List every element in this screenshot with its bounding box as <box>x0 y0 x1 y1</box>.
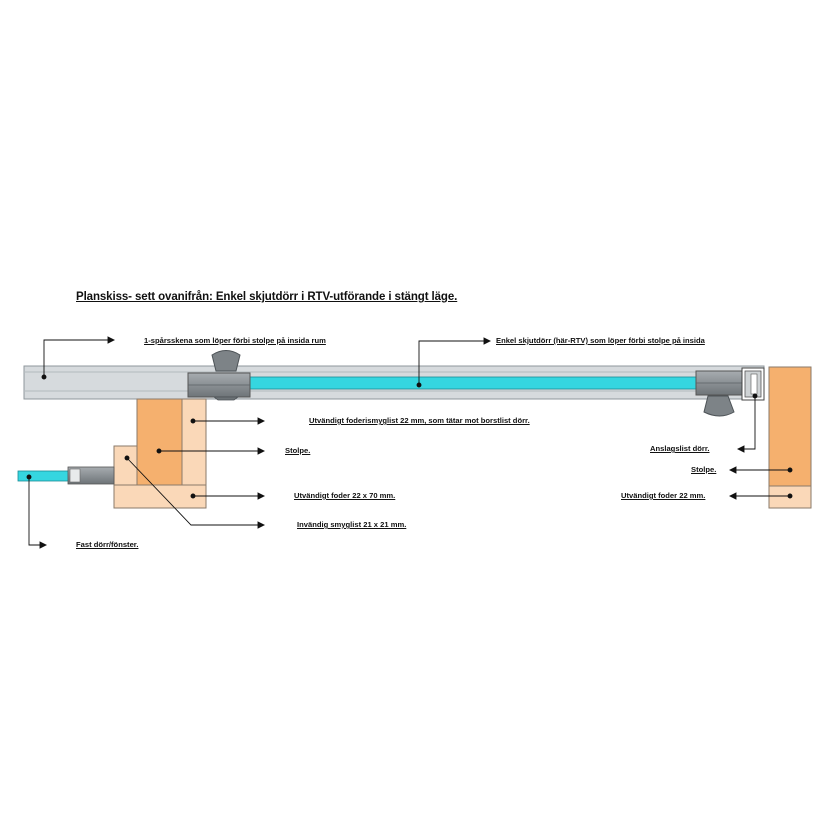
label-post-right: Stolpe. <box>691 465 717 474</box>
fixed-door-glass <box>17 470 71 482</box>
right-post <box>768 366 812 487</box>
label-stop-strip: Anslagslist dörr. <box>650 444 710 453</box>
left-outer-casing <box>113 484 207 509</box>
label-outer-casing-right: Utvändigt foder 22 mm. <box>621 491 706 500</box>
label-outer-casing-left: Utvändigt foder 22 x 70 mm. <box>294 491 396 500</box>
leader-lines <box>26 336 793 549</box>
left-post <box>136 398 183 486</box>
label-track: 1-spårsskena som löper förbi stolpe på i… <box>144 336 326 345</box>
left-roller-assembly <box>187 350 251 401</box>
label-inner-strip: Invändig smyglist 21 x 21 mm. <box>297 520 407 529</box>
fixed-door-frame-inner <box>69 468 81 483</box>
diagram-title: Planskiss- sett ovanifrån: Enkel skjutdö… <box>76 291 458 303</box>
label-sliding-door: Enkel skjutdörr (här-RTV) som löper förb… <box>496 336 705 345</box>
sliding-door-glass <box>249 376 697 390</box>
left-inner-strip <box>113 445 138 486</box>
label-post-left: Stolpe. <box>285 446 311 455</box>
label-fixed-door: Fast dörr/fönster. <box>76 540 139 549</box>
left-seal-strip <box>181 398 207 486</box>
right-roller-assembly <box>695 367 765 417</box>
label-seal-strip: Utvändigt foderismyglist 22 mm, som täta… <box>309 416 530 425</box>
